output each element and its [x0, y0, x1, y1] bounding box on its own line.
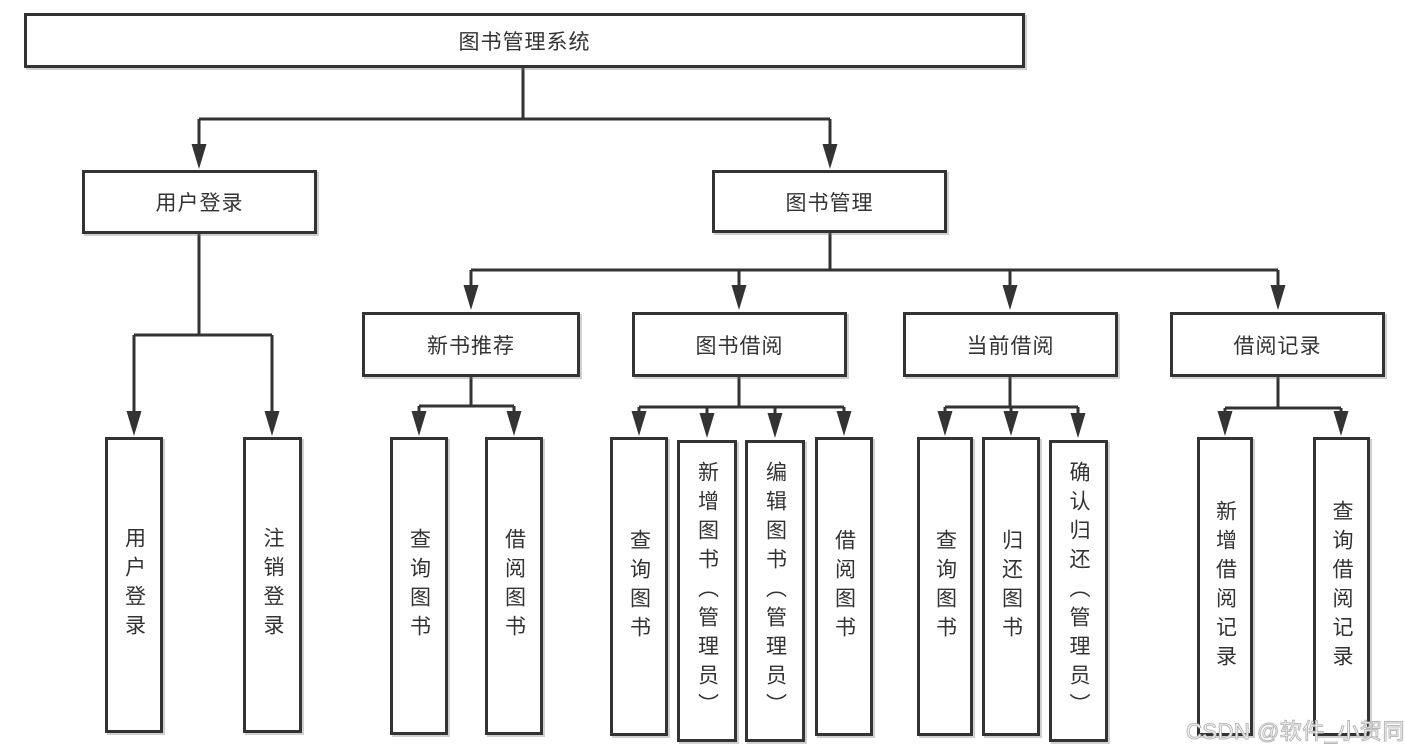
- node-new-book-recommend: 新书推荐: [362, 312, 580, 377]
- leaf-add-borrow-record: 新增借阅记录: [1197, 437, 1253, 736]
- csdn-watermark: CSDN @软件_小贺同学: [1186, 719, 1405, 745]
- leaf-return-book: 归还图书: [982, 437, 1040, 736]
- node-book-borrow-label: 图书借阅: [695, 334, 784, 358]
- leaf-recommend-query-book-label: 查询图书: [407, 528, 431, 644]
- leaf-current-query-book-label: 查询图书: [933, 528, 957, 645]
- node-new-book-recommend-label: 新书推荐: [427, 334, 515, 358]
- leaf-edit-book-admin-label: 编辑图书（管理员）: [763, 460, 787, 722]
- leaf-borrow-query-book: 查询图书: [610, 437, 668, 736]
- leaf-edit-book-admin: 编辑图书（管理员）: [745, 440, 805, 742]
- node-root: 图书管理系统: [24, 13, 1025, 68]
- leaf-borrow-book: 借阅图书: [815, 437, 873, 736]
- arrowheads: [126, 144, 1349, 438]
- node-current-borrow: 当前借阅: [903, 312, 1118, 377]
- leaf-confirm-return-admin-label: 确认归还（管理员）: [1067, 460, 1090, 722]
- tree-edges: [132, 68, 1343, 417]
- leaf-query-borrow-record-label: 查询借阅记录: [1330, 499, 1353, 674]
- leaf-logout: 注销登录: [243, 437, 302, 733]
- leaf-return-book-label: 归还图书: [999, 528, 1023, 645]
- node-book-borrow: 图书借阅: [632, 312, 847, 377]
- leaf-recommend-borrow-book: 借阅图书: [485, 437, 543, 735]
- node-borrow-record-label: 借阅记录: [1233, 334, 1322, 358]
- leaf-borrow-query-book-label: 查询图书: [627, 528, 651, 645]
- node-current-borrow-label: 当前借阅: [966, 334, 1055, 358]
- leaf-user-login-label: 用户登录: [122, 527, 146, 643]
- leaf-logout-label: 注销登录: [261, 527, 284, 643]
- leaf-add-borrow-record-label: 新增借阅记录: [1213, 499, 1237, 674]
- node-book-management-label: 图书管理: [785, 191, 874, 215]
- leaf-add-book-admin: 新增图书（管理员）: [677, 440, 737, 742]
- leaf-borrow-book-label: 借阅图书: [832, 528, 856, 645]
- node-borrow-record: 借阅记录: [1170, 312, 1385, 377]
- leaf-recommend-borrow-book-label: 借阅图书: [502, 528, 526, 644]
- node-user-login-label: 用户登录: [155, 192, 244, 215]
- leaf-add-book-admin-label: 新增图书（管理员）: [695, 460, 719, 722]
- node-user-login: 用户登录: [82, 170, 317, 234]
- leaf-confirm-return-admin: 确认归还（管理员）: [1049, 440, 1108, 742]
- leaf-current-query-book: 查询图书: [917, 437, 973, 736]
- node-book-management: 图书管理: [712, 170, 947, 233]
- leaf-user-login: 用户登录: [105, 437, 163, 733]
- leaf-query-borrow-record: 查询借阅记录: [1313, 437, 1370, 736]
- leaf-recommend-query-book: 查询图书: [390, 437, 448, 735]
- node-root-label: 图书管理系统: [458, 30, 591, 54]
